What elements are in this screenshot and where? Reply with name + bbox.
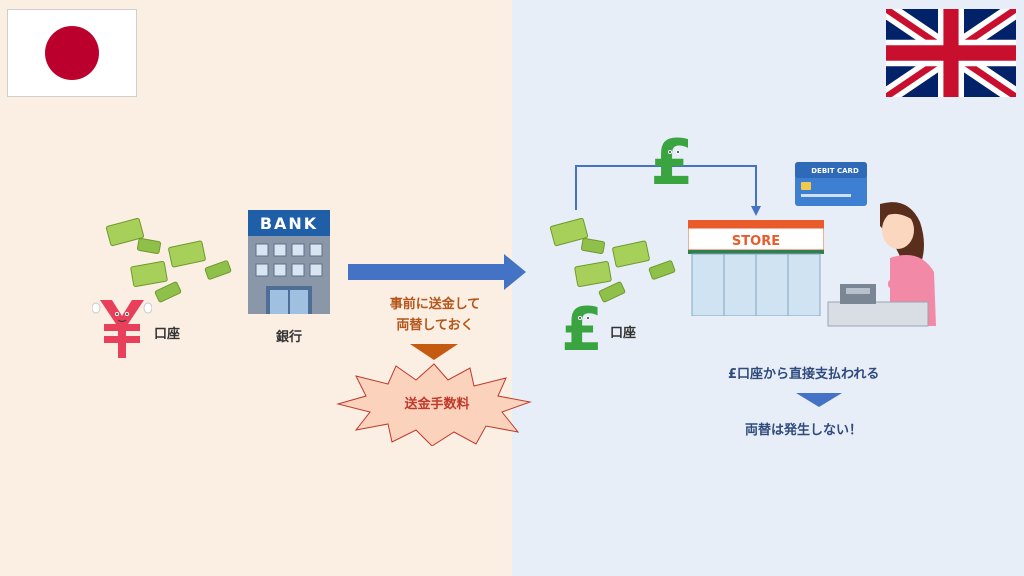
fee-burst-icon — [336, 363, 532, 446]
svg-text:£: £ — [650, 128, 693, 190]
left-account-label: 口座 — [154, 327, 181, 342]
transfer-note-line1: 事前に送金して — [389, 297, 481, 312]
transfer-note: 事前に送金して 両替しておく — [372, 294, 498, 336]
banknotes-icon — [549, 217, 676, 303]
store-building-icon: STORE — [688, 220, 824, 316]
pound-flow-line — [575, 165, 761, 216]
yen-character-icon — [92, 300, 152, 358]
store-sign: STORE — [732, 234, 780, 249]
svg-text:£: £ — [561, 296, 603, 354]
cashier-woman-icon — [827, 202, 936, 327]
bank-building-icon: BANK — [248, 210, 330, 314]
bank-sign: BANK — [260, 214, 318, 233]
transfer-arrow-icon — [348, 254, 526, 290]
direct-payment-note: £口座から直接支払われる — [728, 367, 880, 382]
down-triangle-icon — [796, 393, 842, 407]
right-account-label: 口座 — [610, 326, 637, 341]
pound-character-icon: £ — [650, 128, 693, 190]
bank-label: 銀行 — [276, 330, 303, 345]
fee-label: 送金手数料 — [404, 397, 470, 412]
transfer-note-line2: 両替しておく — [396, 318, 474, 333]
japan-flag-icon — [7, 9, 137, 97]
uk-flag-icon — [886, 9, 1016, 97]
down-triangle-icon — [410, 344, 458, 360]
no-exchange-note: 両替は発生しない！ — [745, 423, 863, 438]
banknotes-icon — [105, 217, 232, 303]
card-label: DEBIT CARD — [811, 167, 859, 175]
pound-character-icon: £ — [561, 296, 603, 354]
debit-card-icon: DEBIT CARD — [795, 162, 867, 206]
